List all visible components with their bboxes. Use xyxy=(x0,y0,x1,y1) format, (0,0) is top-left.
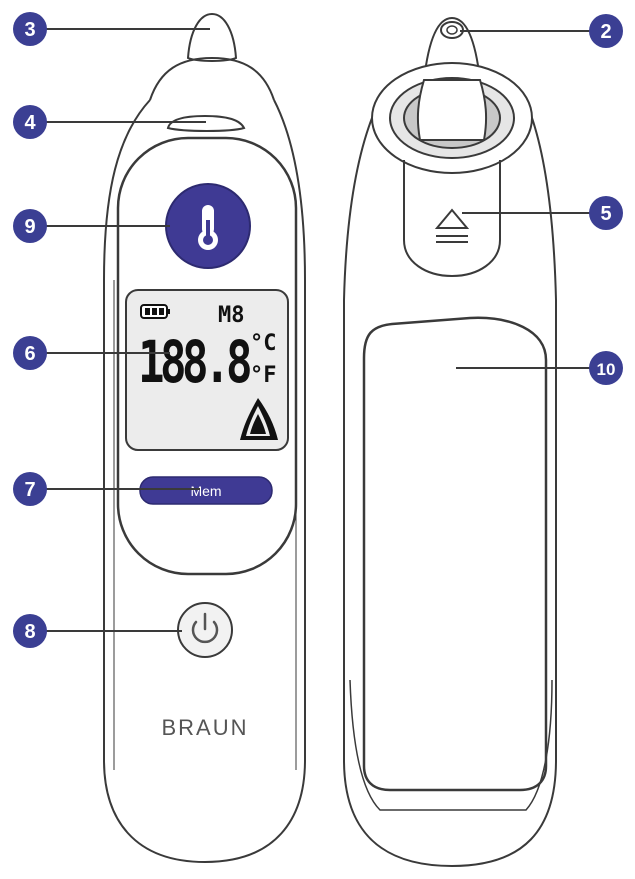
lcd-unit-celsius: °C xyxy=(250,331,277,356)
temp-button[interactable] xyxy=(165,183,251,269)
thermometer-icon xyxy=(198,205,218,250)
eject-icon xyxy=(434,208,470,243)
lcd-window xyxy=(125,289,289,451)
callout-7: 7 xyxy=(13,472,47,506)
lcd-unit-fahrenheit: °F xyxy=(250,363,277,388)
callout-7-label: 7 xyxy=(24,479,35,501)
battery-icon xyxy=(140,304,170,319)
callout-5: 5 xyxy=(589,196,623,230)
battery-cover xyxy=(362,316,548,792)
callout-5-label: 5 xyxy=(600,203,611,225)
back-view xyxy=(343,16,557,868)
brand-logo: BRAUN xyxy=(161,715,248,740)
mem-button[interactable]: Mem xyxy=(139,476,273,505)
signal-waves-icon xyxy=(240,398,278,440)
lcd-display: M8 188.8 °C °F xyxy=(138,303,278,440)
lcd-reading: 188.8 xyxy=(138,328,250,396)
callout-4-label: 4 xyxy=(24,112,36,134)
mem-button-label: Mem xyxy=(190,483,221,499)
callout-4: 4 xyxy=(13,105,47,139)
callout-8: 8 xyxy=(13,614,47,648)
callout-leaders xyxy=(46,28,592,632)
callout-2: 2 xyxy=(589,14,623,48)
power-icon xyxy=(191,612,219,644)
callout-9: 9 xyxy=(13,209,47,243)
callout-10-label: 10 xyxy=(597,360,616,379)
back-eject-channel xyxy=(403,160,501,278)
eject-button[interactable] xyxy=(434,208,470,243)
back-body-outline xyxy=(343,117,557,868)
front-face-panel xyxy=(116,136,298,576)
front-body-outline xyxy=(103,99,306,864)
callout-9-label: 9 xyxy=(24,216,35,238)
power-button[interactable] xyxy=(177,602,233,658)
callout-2-label: 2 xyxy=(600,21,611,43)
callout-3-label: 3 xyxy=(24,19,35,41)
battery-cover-inner xyxy=(349,679,553,811)
lcd-memory-label: M8 xyxy=(218,303,245,328)
callout-10: 10 xyxy=(589,351,623,385)
callout-3: 3 xyxy=(13,12,47,46)
front-lens-slot xyxy=(166,114,246,132)
front-probe-tip xyxy=(186,12,238,62)
callout-8-label: 8 xyxy=(24,621,35,643)
front-probe-collar xyxy=(149,56,275,101)
callout-6: 6 xyxy=(13,336,47,370)
front-view xyxy=(103,12,306,864)
callout-6-label: 6 xyxy=(24,343,35,365)
